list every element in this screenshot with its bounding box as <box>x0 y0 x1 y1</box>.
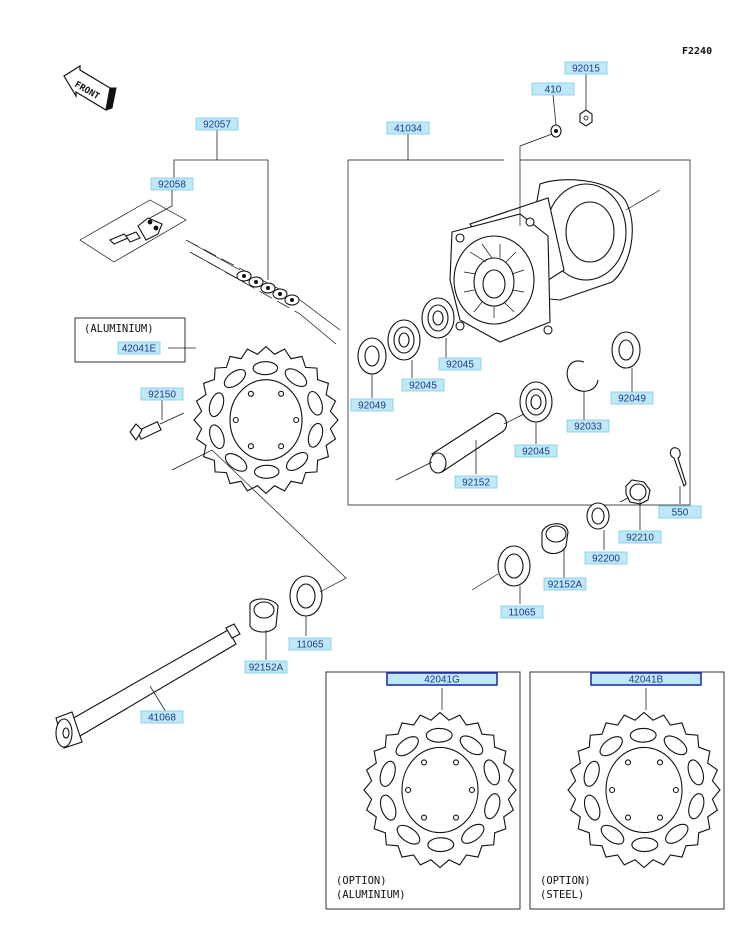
callout-box-92150[interactable] <box>140 387 184 401</box>
part-number-550[interactable]: 550 <box>672 508 689 519</box>
part-number-92045c[interactable]: 92045 <box>522 447 550 458</box>
front-arrow-icon: FRONT <box>63 64 117 111</box>
option-sprocket-aluminium <box>363 711 517 869</box>
callout-box-92057[interactable] <box>195 117 239 131</box>
leader-lines <box>149 73 681 713</box>
part-number-92033[interactable]: 92033 <box>574 422 602 433</box>
callout-box-92152[interactable] <box>454 475 498 489</box>
part-number-41068[interactable]: 41068 <box>148 713 176 724</box>
option-aluminium-line1: (OPTION) <box>336 875 387 887</box>
hub-assembly-frame <box>347 159 691 506</box>
option-aluminium-line2: (ALUMINIUM) <box>336 889 406 901</box>
part-number-92057[interactable]: 92057 <box>203 120 231 131</box>
part-number-92045a[interactable]: 92045 <box>409 381 437 392</box>
callout-box-92045c[interactable] <box>514 444 558 458</box>
callout-box-92058[interactable] <box>150 177 194 191</box>
callout-box-92033[interactable] <box>566 419 610 433</box>
option-sprocket-steel <box>567 711 721 869</box>
callout-box-11065_left[interactable] <box>288 637 332 651</box>
part-number-42041E[interactable]: 42041E <box>122 344 157 355</box>
part-number-410[interactable]: 410 <box>545 85 562 96</box>
part-number-42041G[interactable]: 42041G <box>424 675 460 686</box>
drive-chain <box>185 239 341 345</box>
callout-box-410[interactable] <box>531 82 575 96</box>
hub-spacer <box>395 412 525 481</box>
part-number-92152[interactable]: 92152 <box>462 478 490 489</box>
option-steel-line1: (OPTION) <box>540 875 591 887</box>
part-number-92150[interactable]: 92150 <box>148 390 176 401</box>
option-aluminium-box <box>325 671 521 910</box>
aluminium-box-label: (ALUMINIUM) <box>84 323 154 335</box>
callout-box-92045b[interactable] <box>438 357 482 371</box>
part-number-92049b[interactable]: 92049 <box>618 394 646 405</box>
part-number-41034[interactable]: 41034 <box>394 124 422 135</box>
callout-box-92152A_left[interactable] <box>244 660 288 674</box>
callout-box-42041G[interactable] <box>386 672 498 686</box>
part-number-92210[interactable]: 92210 <box>626 533 654 544</box>
rear-axle <box>55 623 241 749</box>
callout-box-92200[interactable] <box>584 551 628 565</box>
axle-collar-seal <box>171 449 347 633</box>
callout-box-42041E[interactable] <box>117 341 161 355</box>
axle-small-parts <box>471 447 687 591</box>
callout-box-550[interactable] <box>658 505 702 519</box>
callout-box-92152A_right[interactable] <box>543 577 587 591</box>
callout-box-92049a[interactable] <box>350 398 394 412</box>
diagram-code: F2240 <box>682 46 712 57</box>
part-number-92152A_right[interactable]: 92152A <box>548 580 583 591</box>
callout-box-41034[interactable] <box>386 121 430 135</box>
part-number-92200[interactable]: 92200 <box>592 554 620 565</box>
callout-box-41068[interactable] <box>140 710 184 724</box>
part-number-92049a[interactable]: 92049 <box>358 401 386 412</box>
callout-labels: 92015 410 92057 41034 92058 42041E 92150 92049 9… <box>117 61 702 724</box>
part-number-11065_right[interactable]: 11065 <box>508 608 536 619</box>
part-number-92045b[interactable]: 92045 <box>446 360 474 371</box>
part-number-11065_left[interactable]: 11065 <box>296 640 324 651</box>
option-steel-box <box>529 671 725 910</box>
rear-sprocket-aluminium <box>193 345 339 495</box>
part-number-42041B[interactable]: 42041B <box>629 675 664 686</box>
callout-box-42041B[interactable] <box>590 672 702 686</box>
callout-box-92015[interactable] <box>564 61 608 75</box>
callout-box-11065_right[interactable] <box>500 605 544 619</box>
part-number-92058[interactable]: 92058 <box>158 180 186 191</box>
callout-box-92210[interactable] <box>618 530 662 544</box>
aluminium-box <box>74 317 186 363</box>
callout-box-92049b[interactable] <box>610 391 654 405</box>
bearings <box>357 297 641 423</box>
sprocket-bolt <box>129 412 185 441</box>
part-number-92015[interactable]: 92015 <box>572 64 600 75</box>
chain-master-link <box>79 199 187 263</box>
wheel-hub <box>449 179 661 343</box>
callout-box-92045a[interactable] <box>401 378 445 392</box>
option-steel-line2: (STEEL) <box>540 889 584 901</box>
part-number-92152A_left[interactable]: 92152A <box>249 663 284 674</box>
